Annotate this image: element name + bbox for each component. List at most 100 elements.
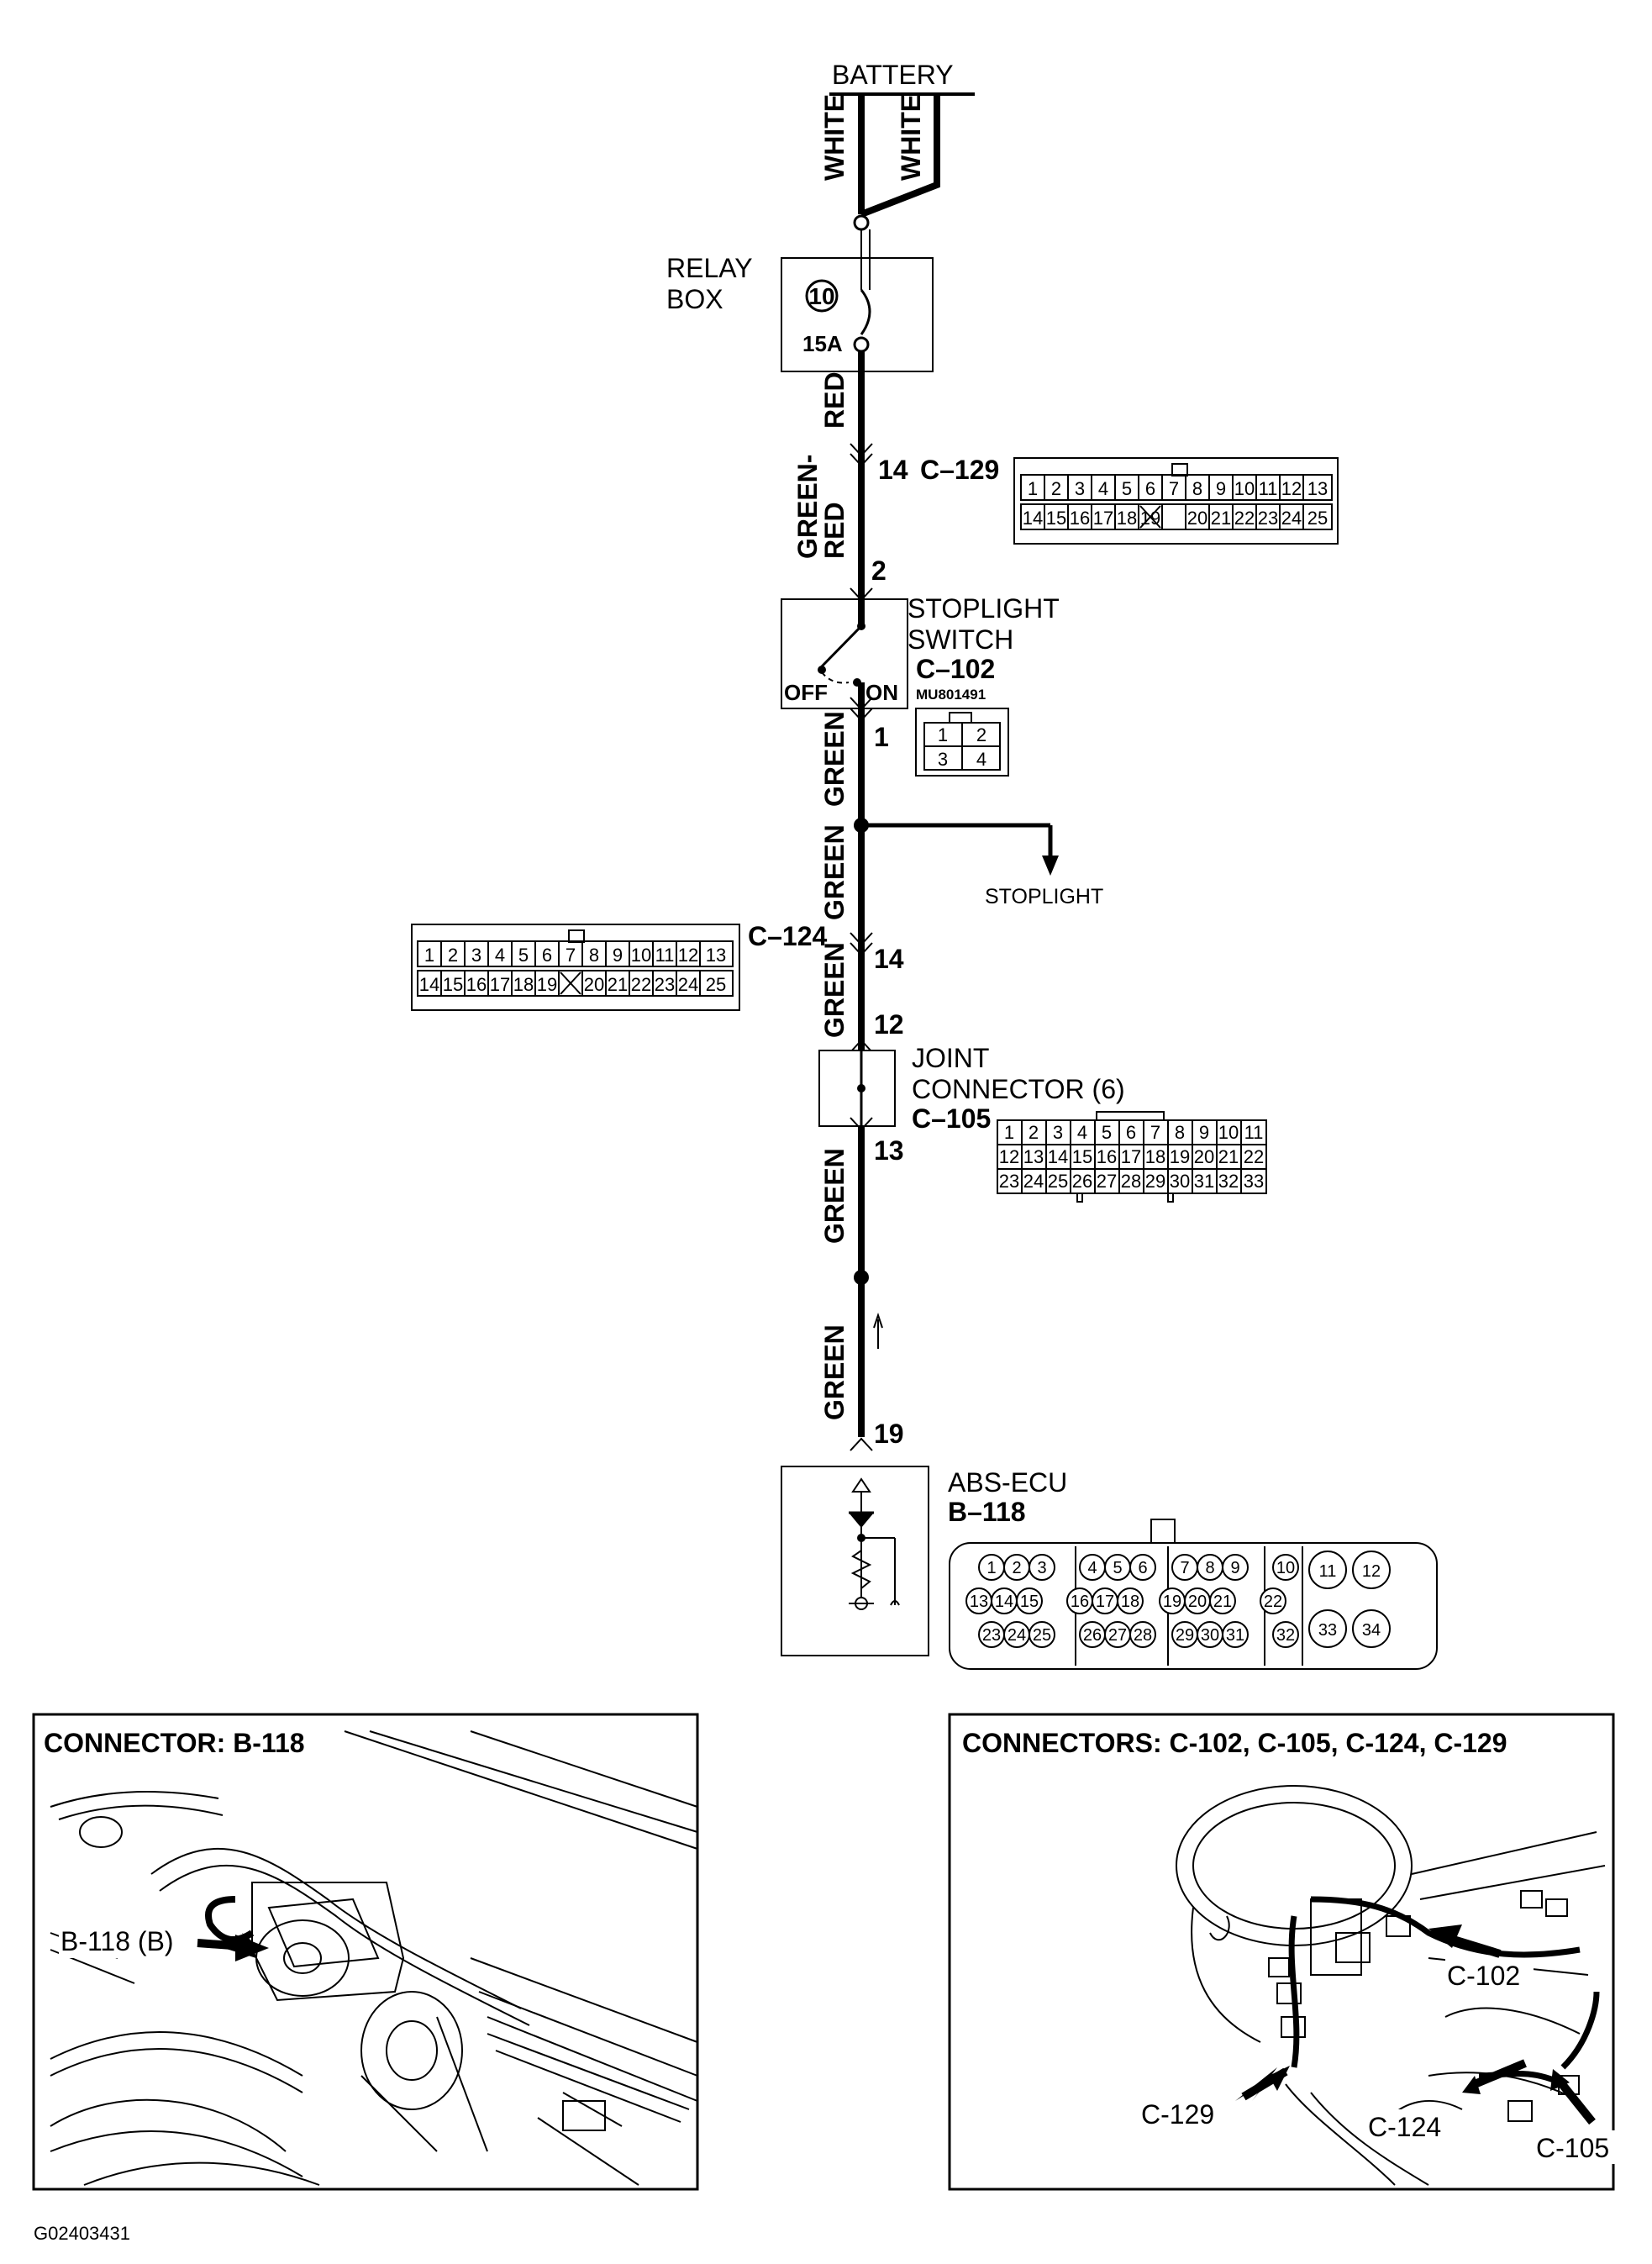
svg-text:12: 12 — [678, 945, 698, 966]
svg-text:15: 15 — [1072, 1146, 1092, 1167]
svg-text:3: 3 — [1075, 478, 1085, 499]
svg-text:23: 23 — [655, 974, 675, 995]
svg-text:11: 11 — [655, 945, 675, 966]
svg-text:5: 5 — [1113, 1559, 1122, 1577]
joint-connector-pin-out: 13 — [874, 1135, 904, 1166]
svg-text:18: 18 — [1145, 1146, 1165, 1167]
svg-text:16: 16 — [1071, 1593, 1089, 1611]
stoplight-switch-connector: C–102 — [916, 654, 995, 684]
stoplight-switch-label-2: SWITCH — [908, 624, 1013, 655]
svg-text:23: 23 — [999, 1171, 1019, 1192]
svg-text:18: 18 — [513, 974, 534, 995]
c124-name: C–124 — [748, 921, 828, 951]
svg-text:9: 9 — [613, 945, 623, 966]
abs-ecu-connector: B–118 — [948, 1497, 1026, 1527]
svg-text:16: 16 — [1097, 1146, 1117, 1167]
svg-text:6: 6 — [1126, 1122, 1136, 1143]
callout-c129: C-129 — [1141, 2099, 1214, 2130]
svg-text:11: 11 — [1259, 478, 1278, 499]
wire-label-green-red-1: GREEN- — [792, 455, 823, 559]
joint-connector-label-2: CONNECTOR (6) — [912, 1074, 1125, 1104]
svg-text:4: 4 — [1087, 1559, 1097, 1577]
svg-text:13: 13 — [1307, 478, 1328, 499]
svg-text:31: 31 — [1226, 1626, 1244, 1645]
svg-text:19: 19 — [1170, 1146, 1190, 1167]
svg-text:2: 2 — [1029, 1122, 1039, 1143]
svg-text:22: 22 — [631, 974, 651, 995]
wire-label-white-b: WHITE — [896, 94, 926, 181]
c129-pin: 14 — [878, 455, 908, 485]
svg-text:31: 31 — [1194, 1171, 1214, 1192]
fuse-symbol — [860, 289, 871, 335]
switch-off-label: OFF — [784, 680, 828, 705]
joint-connector-pin-in: 12 — [874, 1009, 904, 1040]
svg-text:7: 7 — [1150, 1122, 1160, 1143]
svg-text:19: 19 — [537, 974, 557, 995]
svg-text:7: 7 — [1169, 478, 1179, 499]
svg-text:12: 12 — [1362, 1562, 1381, 1581]
svg-text:14: 14 — [1023, 508, 1043, 529]
svg-text:8: 8 — [1192, 478, 1202, 499]
svg-text:11: 11 — [1319, 1562, 1337, 1581]
svg-text:21: 21 — [1218, 1146, 1239, 1167]
svg-text:21: 21 — [1211, 508, 1231, 529]
callout-c102: C-102 — [1447, 1961, 1520, 1991]
diode-symbol — [849, 1513, 874, 1528]
svg-text:16: 16 — [1070, 508, 1090, 529]
engine-bay-illustration — [50, 1730, 698, 2186]
white-wire-second — [860, 94, 940, 218]
svg-text:3: 3 — [471, 945, 481, 966]
svg-text:10: 10 — [1276, 1559, 1295, 1577]
panel-left-title: CONNECTOR: B-118 — [44, 1728, 305, 1758]
svg-text:9: 9 — [1230, 1559, 1239, 1577]
svg-text:11: 11 — [1244, 1122, 1264, 1143]
svg-text:19: 19 — [1140, 508, 1160, 529]
c102-pin-3: 3 — [938, 749, 948, 770]
svg-text:2: 2 — [1012, 1559, 1021, 1577]
callout-c124: C-124 — [1368, 2112, 1441, 2142]
svg-text:17: 17 — [1121, 1146, 1141, 1167]
svg-text:20: 20 — [1188, 1593, 1207, 1611]
svg-text:12: 12 — [1281, 478, 1302, 499]
svg-text:1: 1 — [986, 1559, 996, 1577]
svg-text:24: 24 — [1008, 1626, 1026, 1645]
svg-text:29: 29 — [1176, 1626, 1194, 1645]
svg-text:14: 14 — [1048, 1146, 1068, 1167]
svg-text:14: 14 — [995, 1593, 1013, 1611]
wire-label-green-1: GREEN — [819, 711, 850, 807]
panel-right-title: CONNECTORS: C-102, C-105, C-124, C-129 — [962, 1728, 1507, 1758]
svg-text:30: 30 — [1201, 1626, 1219, 1645]
svg-text:18: 18 — [1121, 1593, 1139, 1611]
wire-label-green-4: GREEN — [819, 1148, 850, 1244]
svg-text:10: 10 — [1234, 478, 1255, 499]
joint-connector-label-1: JOINT — [912, 1043, 989, 1073]
callout-c105: C-105 — [1536, 2133, 1609, 2163]
stoplight-branch-arrow — [1042, 856, 1059, 876]
svg-text:26: 26 — [1083, 1626, 1102, 1645]
svg-text:8: 8 — [1175, 1122, 1185, 1143]
svg-text:28: 28 — [1121, 1171, 1141, 1192]
dashboard-illustration — [1176, 1785, 1606, 2186]
svg-text:1: 1 — [1004, 1122, 1014, 1143]
svg-text:4: 4 — [1077, 1122, 1087, 1143]
svg-text:14: 14 — [419, 974, 439, 995]
svg-text:2: 2 — [448, 945, 458, 966]
svg-text:19: 19 — [1163, 1593, 1181, 1611]
svg-text:27: 27 — [1108, 1626, 1127, 1645]
svg-text:15: 15 — [1046, 508, 1066, 529]
svg-text:6: 6 — [1138, 1559, 1147, 1577]
svg-text:20: 20 — [1187, 508, 1207, 529]
svg-text:9: 9 — [1216, 478, 1226, 499]
svg-text:30: 30 — [1170, 1171, 1190, 1192]
svg-text:25: 25 — [1033, 1626, 1051, 1645]
svg-text:9: 9 — [1199, 1122, 1209, 1143]
abs-ecu-box — [781, 1466, 929, 1656]
svg-text:13: 13 — [1023, 1146, 1044, 1167]
panel-c-connectors-location — [948, 1713, 1615, 2191]
svg-text:26: 26 — [1072, 1171, 1092, 1192]
fuse-rating: 15A — [802, 331, 843, 356]
